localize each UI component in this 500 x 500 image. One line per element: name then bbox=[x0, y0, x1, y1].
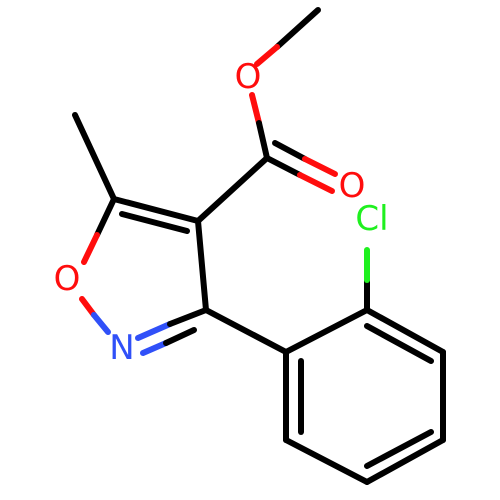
bond-carbonyl-double-2 bbox=[272, 140, 308, 162]
atom-label-chlorine: Cl bbox=[355, 199, 388, 239]
bond-oxygen-nitrogen-blue bbox=[91, 312, 111, 335]
bond-oxygen-carbonyl-carbon-red bbox=[249, 92, 262, 126]
bond-methoxy-methyl bbox=[274, 7, 321, 50]
bond-c5-c4-outer bbox=[111, 196, 201, 224]
bond-c3-phenyl bbox=[203, 307, 289, 355]
bond-phenyl-c4-c5-inner bbox=[364, 429, 434, 469]
bond-oxygen-carbonyl-carbon bbox=[256, 120, 270, 161]
bond-phenyl-c2-c3 bbox=[364, 307, 446, 355]
bond-nitrogen-c3 bbox=[167, 307, 209, 327]
bond-carbonyl-double-1 bbox=[264, 155, 303, 178]
bond-phenyl-c2-c3-inner bbox=[364, 323, 434, 364]
bond-c4-c3 bbox=[195, 218, 209, 313]
bond-carbonyl-ring bbox=[195, 155, 270, 224]
atom-label-ester-oxygen: O bbox=[235, 57, 262, 97]
bond-phenyl-c5-c6 bbox=[283, 437, 370, 485]
bond-c5-methyl bbox=[72, 112, 117, 202]
bond-phenyl-c1-c2 bbox=[283, 307, 370, 355]
atom-label-carbonyl-oxygen: O bbox=[339, 166, 366, 206]
bond-carbonyl-double-1-red bbox=[297, 172, 335, 194]
atom-label-ring-nitrogen: N bbox=[109, 328, 134, 368]
bond-phenyl-c4-c5 bbox=[364, 437, 446, 485]
bond-c5-oxygen bbox=[94, 196, 117, 238]
bond-carbonyl-double-2-red bbox=[302, 156, 338, 177]
bond-nitrogen-c3-inner bbox=[163, 327, 197, 346]
bond-oxygen-nitrogen-red bbox=[79, 296, 97, 318]
bond-nitrogen-c3-blue bbox=[135, 321, 173, 341]
bond-c5-oxygen-red bbox=[81, 232, 100, 265]
bond-nitrogen-c3-inner-blue bbox=[140, 340, 169, 356]
bond-c5-c4-inner bbox=[119, 211, 190, 234]
bond-methoxy-oxygen bbox=[254, 44, 280, 67]
atom-label-ring-oxygen: O bbox=[54, 259, 81, 299]
